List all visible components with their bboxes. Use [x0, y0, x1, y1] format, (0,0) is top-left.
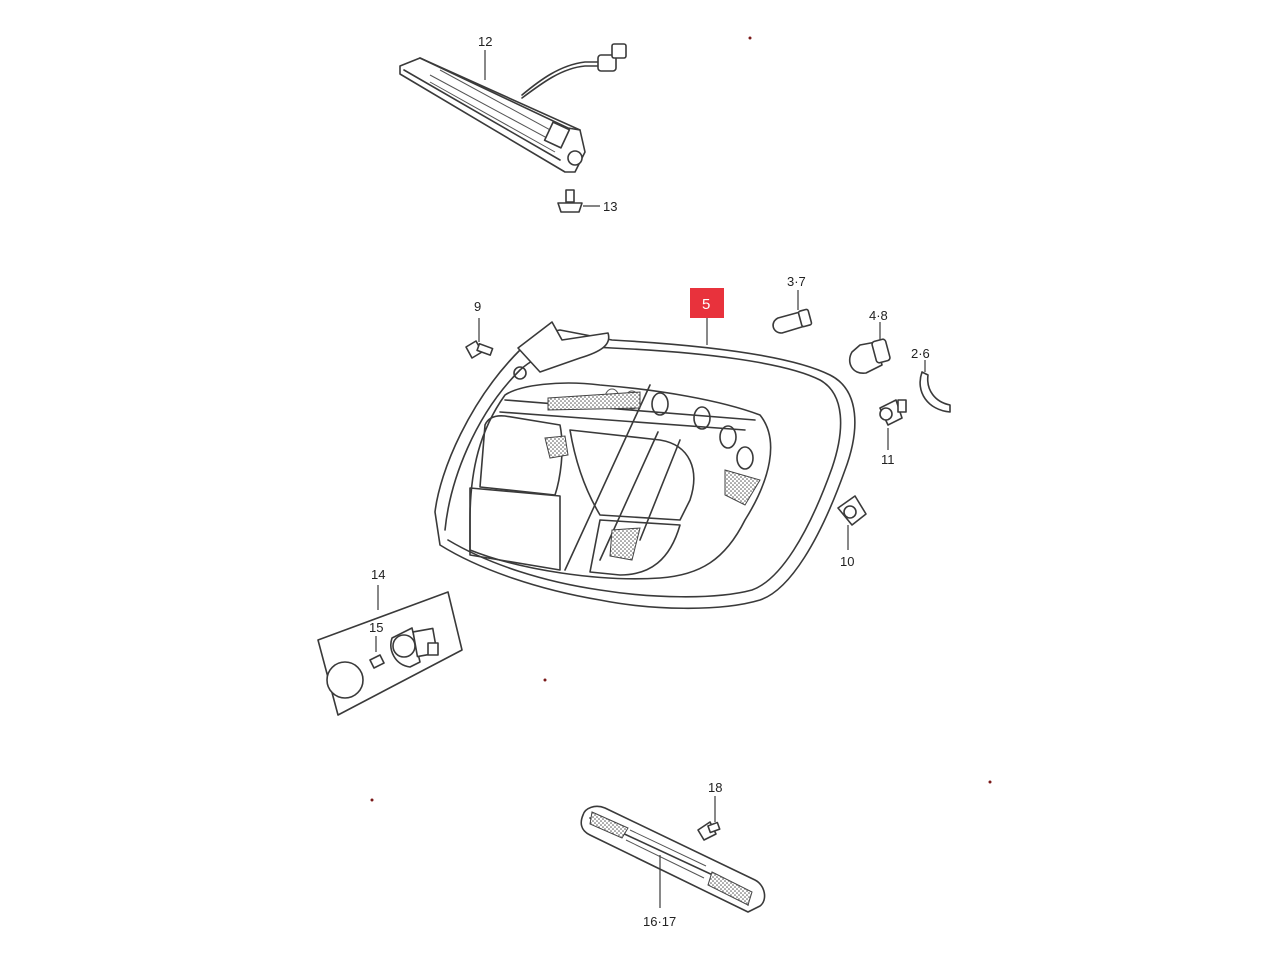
callout-5-highlight[interactable]: 5: [690, 288, 724, 318]
callout-14: 14: [371, 567, 385, 582]
bulb-4-8[interactable]: [848, 338, 891, 374]
scan-speck: [748, 36, 752, 40]
callout-13: 13: [603, 199, 617, 214]
scan-speck: [543, 678, 547, 682]
rear-combination-lamp[interactable]: [434, 321, 856, 610]
socket-assembly-14[interactable]: [317, 591, 463, 716]
rear-reflector-16-17[interactable]: [580, 805, 766, 913]
callout-16-17: 16·17: [643, 914, 676, 929]
callout-15: 15: [369, 620, 383, 635]
screw-18[interactable]: [697, 821, 721, 841]
scan-speck: [988, 780, 992, 784]
high-mount-stop-lamp[interactable]: [399, 43, 627, 173]
callout-11: 11: [881, 452, 895, 467]
gasket-2-6[interactable]: [919, 371, 951, 413]
callout-2-6: 2·6: [911, 346, 930, 361]
callout-3-7: 3·7: [787, 274, 806, 289]
callout-18: 18: [708, 780, 722, 795]
bolt-9[interactable]: [465, 340, 494, 359]
callout-9: 9: [474, 299, 481, 314]
callout-5: 5: [702, 296, 710, 313]
grommet-11[interactable]: [879, 399, 907, 426]
callout-10: 10: [840, 554, 854, 569]
screw-13[interactable]: [557, 189, 583, 213]
scan-speck: [370, 798, 374, 802]
callout-4-8: 4·8: [869, 308, 888, 323]
callout-12: 12: [478, 34, 492, 49]
grommet-10[interactable]: [837, 495, 867, 526]
bulb-3-7[interactable]: [772, 308, 813, 334]
